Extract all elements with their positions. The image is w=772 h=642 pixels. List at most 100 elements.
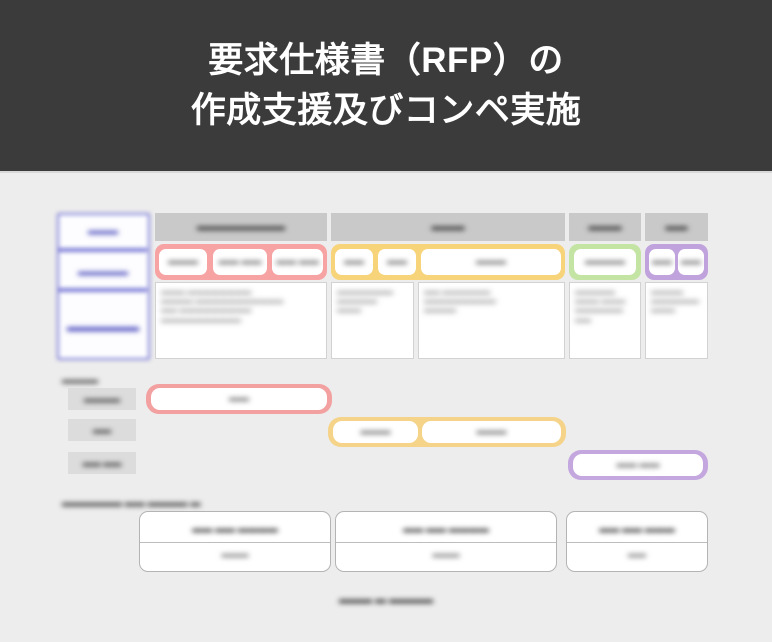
schedule-bar-purple-segment-1: ▬▬ ▬▬ [573,454,703,476]
output-box-3-line-2: ▬▬ [628,548,646,559]
output-box-2-line-2: ▬▬▬ [432,548,460,559]
schedule-bar-yellow-segment-2-label: ▬▬▬ [476,426,507,438]
column-header-1: ▬▬▬▬▬▬▬▬ [155,213,327,241]
page-title-line-2: 作成支援及びコンペ実施 [190,90,582,130]
content-cell-2-line-3: ▬▬▬ [337,305,361,315]
content-cell-3-line-2: ▬▬▬▬▬▬▬▬▬ [424,296,496,306]
left-panel-cell-2-label: ▬▬▬▬▬ [78,266,128,278]
phase-pill-purple-2-label: ▬▬ [681,256,701,268]
output-box-2[interactable]: ▬▬ ▬▬ ▬▬▬▬ ▬▬▬ [335,511,557,572]
left-panel-cell-3-label: ▬▬▬▬▬▬ [67,319,139,334]
content-cell-1: ▬▬▬ ▬▬▬▬▬▬▬▬ ▬▬▬▬ ▬▬▬▬▬▬▬▬▬▬▬ ▬▬ ▬▬▬▬▬▬▬… [155,282,327,359]
content-cell-3: ▬▬ ▬▬▬▬▬▬ ▬▬▬▬▬▬▬▬▬ ▬▬▬▬ [418,282,565,359]
content-cell-4-line-4: ▬▬ [575,314,591,324]
output-box-3[interactable]: ▬▬ ▬▬ ▬▬▬ ▬▬ [566,511,708,572]
schedule-bar-red-segment-1: ▬▬ [151,388,327,410]
phase-pill-purple-1-label: ▬▬ [652,256,672,268]
output-box-3-row-2: ▬▬ [567,541,707,566]
slide-caption-text: ▬▬▬ ▬ ▬▬▬▬ [338,594,434,606]
schedule-row-label-3-text: ▬▬ ▬▬ [82,457,122,468]
content-cell-4-line-2: ▬▬▬ ▬▬▬ [575,296,626,306]
schedule-row-label-1: ▬▬▬▬ [68,388,136,410]
output-box-3-row-1: ▬▬ ▬▬ ▬▬▬ [567,518,707,542]
phase-pill-yellow-2-label: ▬▬ [387,256,407,268]
column-header-4: ▬▬ [645,213,708,241]
phase-pill-red-1[interactable]: ▬▬▬ [159,249,207,275]
phase-group-yellow: ▬▬ ▬▬ ▬▬▬ [331,244,565,280]
content-cell-5-line-2: ▬▬▬▬▬▬ [651,296,699,306]
schedule-row-label-1-text: ▬▬▬▬ [84,393,120,404]
content-cell-4: ▬▬▬▬▬ ▬▬▬ ▬▬▬ ▬▬▬▬▬▬ ▬▬ [569,282,641,359]
output-box-1-line-1: ▬▬ ▬▬ ▬▬▬▬ [192,523,278,535]
schedule-bar-red[interactable]: ▬▬ [146,384,332,414]
content-cell-5: ▬▬▬▬ ▬▬▬▬▬▬ ▬▬▬ [645,282,708,359]
output-box-1-row-2: ▬▬▬ [140,541,330,566]
content-cell-5-line-3: ▬▬▬ [651,305,675,315]
content-cell-4-line-1: ▬▬▬▬▬ [575,287,615,296]
output-box-3-line-1: ▬▬ ▬▬ ▬▬▬ [599,523,675,535]
schedule-bar-purple[interactable]: ▬▬ ▬▬ [568,450,708,480]
diagram-left-panel: ▬▬▬ ▬▬▬▬▬ ▬▬▬▬▬▬ [57,213,150,360]
phase-pill-yellow-3-label: ▬▬▬ [476,256,506,268]
content-cell-2-line-1: ▬▬▬▬▬▬▬ [337,287,393,296]
left-panel-cell-3: ▬▬▬▬▬▬ [59,296,147,357]
schedule-bar-purple-segment-1-label: ▬▬ ▬▬ [616,459,660,471]
output-box-2-line-1: ▬▬ ▬▬ ▬▬▬▬ [403,523,489,535]
column-header-3: ▬▬▬ [569,213,641,241]
phase-group-green: ▬▬▬▬ [569,244,641,280]
page-title-line-1: 要求仕様書（RFP）の [208,40,564,80]
schedule-row-label-3: ▬▬ ▬▬ [68,452,136,474]
phase-pill-yellow-3[interactable]: ▬▬▬ [421,249,561,275]
schedule-bar-yellow[interactable]: ▬▬▬ ▬▬▬ [328,417,566,447]
schedule-bar-red-segment-1-label: ▬▬ [229,393,249,405]
phase-pill-red-1-label: ▬▬▬ [168,256,198,268]
phase-pill-yellow-2[interactable]: ▬▬ [378,249,416,275]
phase-group-purple: ▬▬ ▬▬ [645,244,708,280]
left-panel-cell-1: ▬▬▬ [59,215,147,252]
schedule-bar-yellow-segment-1-label: ▬▬▬ [360,426,391,438]
content-cell-1-line-4: ▬▬▬▬▬▬▬▬▬▬ [161,314,241,324]
schedule-bar-yellow-segment-2: ▬▬▬ [422,421,561,443]
content-cell-4-line-3: ▬▬▬▬▬▬ [575,305,623,315]
phase-pill-yellow-1-label: ▬▬ [344,256,364,268]
output-box-1-row-1: ▬▬ ▬▬ ▬▬▬▬ [140,518,330,542]
output-box-1[interactable]: ▬▬ ▬▬ ▬▬▬▬ ▬▬▬ [139,511,331,572]
content-cell-5-line-1: ▬▬▬▬ [651,287,683,296]
phase-pill-red-2[interactable]: ▬▬ ▬▬ [213,249,267,275]
output-box-2-row-2: ▬▬▬ [336,541,556,566]
column-header-4-label: ▬▬ [665,220,688,233]
left-panel-cell-2: ▬▬▬▬▬ [59,256,147,292]
phase-pill-purple-1[interactable]: ▬▬ [649,249,675,275]
schedule-row-label-2-text: ▬▬ [93,424,111,435]
content-cell-2-line-2: ▬▬▬▬▬ [337,296,377,306]
phase-pill-red-3[interactable]: ▬▬ ▬▬ [272,249,323,275]
slide-header: 要求仕様書（RFP）の 作成支援及びコンペ実施 [0,0,772,171]
content-cell-1-line-3: ▬▬ ▬▬▬▬▬▬▬▬▬ [161,305,252,315]
column-header-2: ▬▬▬ [331,213,565,241]
column-header-1-label: ▬▬▬▬▬▬▬▬ [197,220,285,233]
output-box-1-line-2: ▬▬▬ [221,548,249,559]
phase-pill-green-1[interactable]: ▬▬▬▬ [574,249,636,275]
phase-pill-red-3-label: ▬▬ ▬▬ [276,256,319,268]
column-header-2-label: ▬▬▬ [431,220,465,233]
content-cell-2: ▬▬▬▬▬▬▬ ▬▬▬▬▬ ▬▬▬ [331,282,414,359]
output-box-2-row-1: ▬▬ ▬▬ ▬▬▬▬ [336,518,556,542]
phase-pill-yellow-1[interactable]: ▬▬ [335,249,373,275]
schedule-row-label-2: ▬▬ [68,419,136,441]
content-cell-1-line-2: ▬▬▬▬ ▬▬▬▬▬▬▬▬▬▬▬ [161,296,284,306]
phase-pill-purple-2[interactable]: ▬▬ [678,249,704,275]
slide-caption: ▬▬▬ ▬ ▬▬▬▬ [0,590,772,608]
schedule-bar-yellow-segment-1: ▬▬▬ [333,421,418,443]
outputs-title: ▬▬▬▬▬▬ ▬▬ ▬▬▬▬ ▬ [62,493,200,511]
phase-pill-green-1-label: ▬▬▬▬ [585,256,625,268]
phase-group-red: ▬▬▬ ▬▬ ▬▬ ▬▬ ▬▬ [155,244,327,280]
content-cell-3-line-3: ▬▬▬▬ [424,305,456,315]
outputs-title-label: ▬▬▬▬▬▬ ▬▬ ▬▬▬▬ ▬ [62,498,201,509]
content-cell-1-line-1: ▬▬▬ ▬▬▬▬▬▬▬▬ [161,287,252,296]
column-header-3-label: ▬▬▬ [588,220,622,233]
schedule-title-label: ▬▬▬▬ [62,375,98,385]
content-cell-3-line-1: ▬▬ ▬▬▬▬▬▬ [424,287,491,296]
phase-pill-red-2-label: ▬▬ ▬▬ [218,256,262,268]
left-panel-cell-1-label: ▬▬▬ [88,226,118,237]
